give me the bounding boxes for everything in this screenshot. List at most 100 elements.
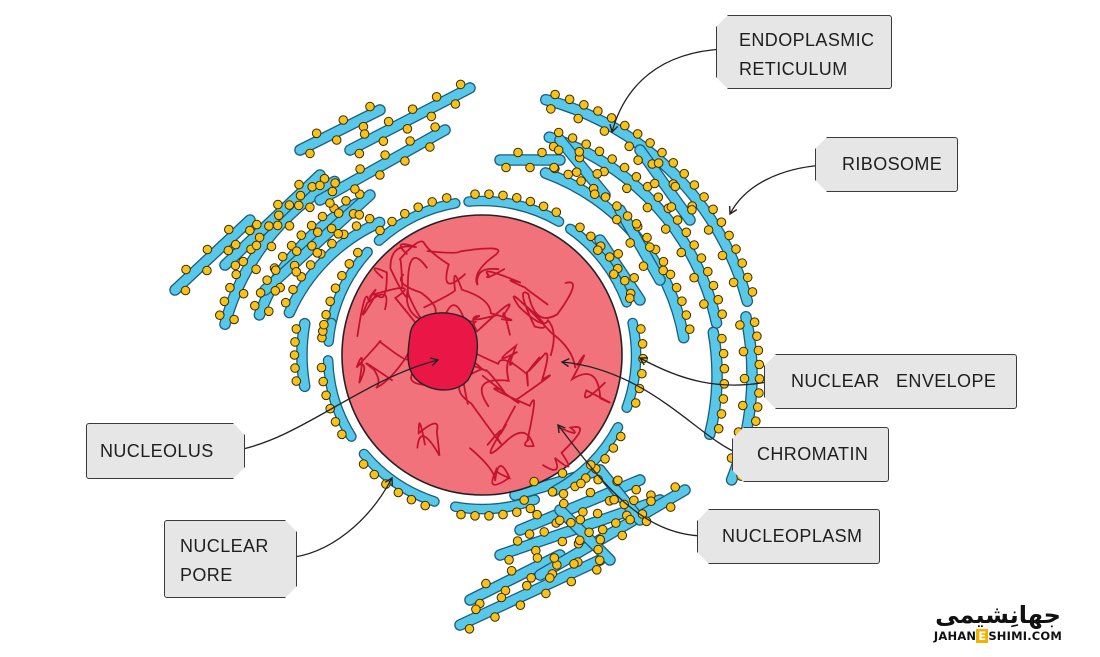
- label-nuclear-envelope: NUCLEAR ENVELOPE: [764, 354, 1017, 409]
- ribosome: [592, 169, 603, 179]
- nuclear-envelope-segment: [324, 356, 356, 441]
- ribosome: [180, 285, 191, 296]
- ribosome: [407, 104, 418, 114]
- er-cisterna: [284, 217, 385, 318]
- label-nuclear-pore: NUCLEAR PORE: [164, 520, 297, 598]
- ribosome: [464, 624, 475, 634]
- ribosome: [625, 238, 636, 248]
- er-cisterna: [297, 319, 310, 391]
- ribosome: [251, 219, 262, 230]
- ribosome: [280, 297, 291, 308]
- ribosome: [689, 272, 699, 283]
- ribosome: [277, 251, 288, 262]
- ribosome: [747, 287, 758, 297]
- nuclear-envelope-segment: [566, 224, 631, 307]
- ribosome: [653, 192, 664, 202]
- ribosome: [450, 99, 461, 109]
- label-chromatin: CHROMATIN: [732, 427, 889, 482]
- ribosome: [637, 368, 647, 379]
- ribosome: [658, 256, 669, 267]
- ribosome: [359, 129, 370, 139]
- ribosome: [719, 363, 730, 374]
- ribosome: [413, 202, 424, 212]
- label-nucleolus: NUCLEOLUS: [86, 423, 245, 479]
- ribosome: [586, 231, 596, 242]
- ribosome: [613, 249, 624, 259]
- ribosome: [703, 266, 713, 277]
- ribosome: [383, 116, 394, 127]
- ribosome: [553, 145, 564, 155]
- ribosome: [305, 148, 315, 159]
- ribosome: [294, 200, 304, 211]
- ribosome: [609, 494, 619, 505]
- ribosome: [327, 186, 338, 197]
- ribosome: [699, 299, 709, 309]
- ribosome: [425, 142, 435, 152]
- ribosome: [672, 215, 683, 225]
- ribosome: [717, 250, 728, 261]
- ribosome: [575, 222, 585, 233]
- ribosome: [595, 534, 606, 545]
- ribosome: [230, 260, 241, 271]
- ribosome: [607, 154, 618, 164]
- nucleolus: [407, 312, 478, 391]
- ribosome: [645, 138, 655, 148]
- ribosome: [622, 211, 633, 221]
- ribosome: [581, 139, 592, 149]
- ribosome: [594, 555, 605, 566]
- ribosome: [315, 180, 325, 191]
- ribosome: [291, 246, 302, 256]
- ribosome: [676, 247, 687, 258]
- ribosome: [230, 239, 241, 250]
- ribosome: [665, 502, 676, 512]
- ribosome: [752, 402, 763, 412]
- ribosome: [215, 310, 225, 321]
- ribosome: [498, 190, 508, 201]
- ribosome: [619, 162, 630, 173]
- ribosome: [624, 141, 635, 152]
- ribosome: [296, 230, 307, 240]
- chromatin-strand: [542, 425, 581, 471]
- ribosome: [563, 169, 574, 180]
- ribosome: [637, 509, 648, 519]
- ribosome: [470, 189, 480, 199]
- er-branch: [615, 205, 665, 285]
- er-cisterna: [541, 95, 752, 306]
- ribosome: [266, 241, 277, 252]
- leader-chromatin: [560, 358, 741, 455]
- ribosome: [262, 275, 272, 286]
- ribosome: [251, 240, 262, 251]
- ribosome: [554, 515, 565, 526]
- chromatin-strand: [361, 267, 388, 316]
- ribosome: [687, 205, 697, 215]
- ribosome: [578, 507, 588, 517]
- label-endoplasmic-reticulum-text: ENDOPLASMIC RETICULUM: [739, 30, 875, 79]
- ribosome: [202, 244, 213, 255]
- ribosome: [229, 314, 239, 325]
- ribosome: [751, 416, 761, 427]
- chromatin-strand: [485, 268, 549, 306]
- ribosome: [718, 348, 729, 359]
- ribosome: [506, 566, 517, 576]
- ribosome: [629, 273, 640, 283]
- chromatin-strand: [389, 243, 428, 298]
- ribosome: [353, 247, 363, 258]
- ribosome: [629, 495, 639, 506]
- ribosome: [427, 197, 438, 207]
- ribosome: [306, 220, 317, 231]
- ribosome: [689, 180, 700, 190]
- ribosome: [294, 179, 304, 190]
- label-endoplasmic-reticulum: ENDOPLASMIC RETICULUM: [716, 15, 892, 89]
- ribosome: [585, 487, 596, 498]
- ribosome: [642, 202, 653, 213]
- ribosome: [264, 221, 274, 231]
- ribosome: [393, 487, 404, 498]
- ribosome: [708, 280, 719, 291]
- ribosome: [238, 288, 249, 299]
- ribosome: [355, 164, 365, 174]
- ribosome: [684, 324, 695, 335]
- leader-nuclear-pore: [285, 476, 393, 559]
- ribosome: [512, 193, 522, 203]
- ribosome: [319, 319, 329, 330]
- chromatin-strand: [426, 247, 500, 286]
